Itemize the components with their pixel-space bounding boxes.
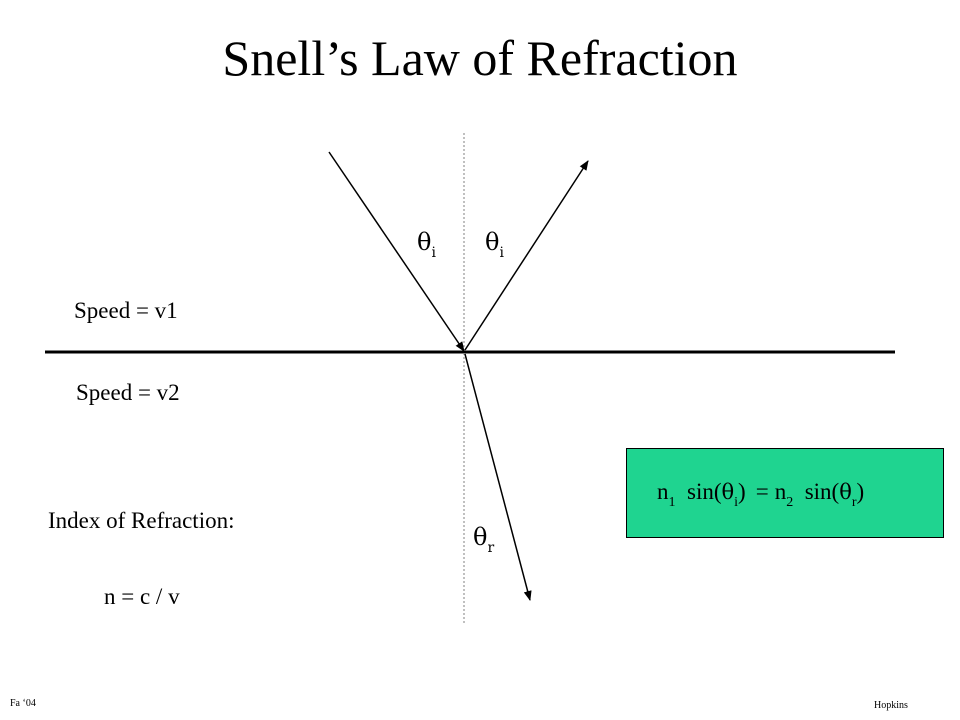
incident-angle-label: θi [417,228,436,261]
speed-bottom-label: Speed = v2 [76,380,180,405]
refracted-angle-label: θr [473,523,495,556]
reflected-angle-label: θi [485,228,504,261]
incident-ray [328,151,465,352]
refracted-ray [464,353,532,601]
slide-title: Snell’s Law of Refraction [222,30,738,86]
index-of-refraction-formula: n = c / v [104,584,180,609]
footer-left-text: Fa ‘04 [10,698,36,709]
index-of-refraction-label: Index of Refraction: [48,508,235,533]
reflected-ray [464,160,589,351]
snell-equation: n1 sin(θi)=n2 sin(θr) [657,479,865,510]
snell-equation-box: n1 sin(θi)=n2 sin(θr) [626,448,944,538]
footer-right-text: Hopkins [874,700,908,711]
speed-top-label: Speed = v1 [74,298,178,323]
